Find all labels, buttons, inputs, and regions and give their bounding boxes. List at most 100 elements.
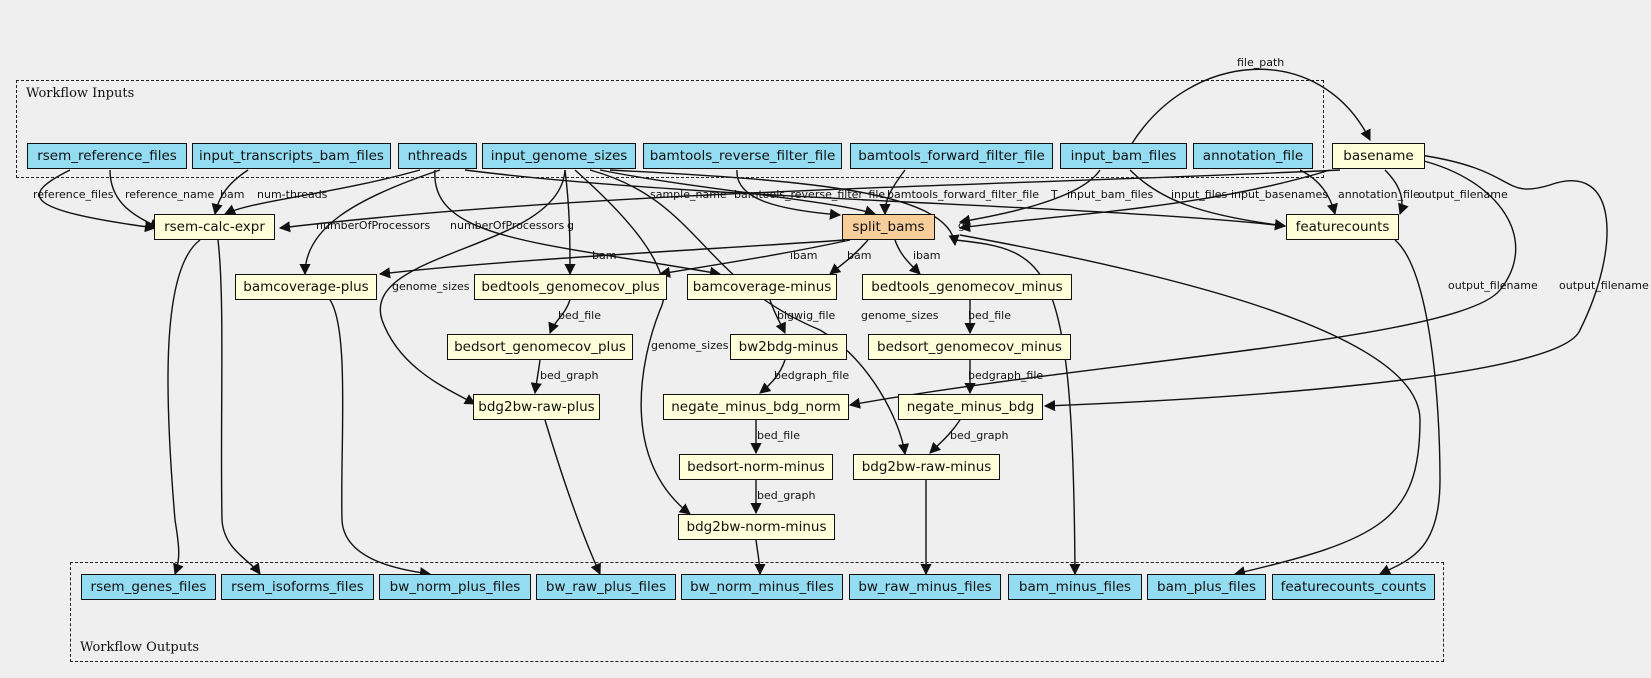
output-node[interactable]: bw_norm_plus_files [379, 574, 531, 600]
edge [609, 169, 960, 247]
edge [574, 169, 691, 515]
edge-label: num-threads [257, 188, 328, 201]
input-node[interactable]: input_bam_files [1060, 143, 1187, 169]
edge-label: annotation_file [1338, 188, 1420, 201]
output-node[interactable]: rsem_genes_files [81, 574, 216, 600]
edge-label: bedgraph_file [968, 369, 1044, 382]
input-node[interactable]: input_transcripts_bam_files [192, 143, 391, 169]
step-bdg2bw-norm-minus[interactable]: bdg2bw-norm-minus [678, 514, 835, 540]
step-featurecounts[interactable]: featurecounts [1286, 214, 1399, 240]
edge [929, 419, 961, 454]
input-node[interactable]: input_genome_sizes [482, 143, 636, 169]
step-negate-minus-bdg[interactable]: negate_minus_bdg [898, 394, 1043, 420]
edge [223, 169, 421, 215]
step-bw2bdg-minus[interactable]: bw2bdg-minus [730, 334, 847, 360]
edge-label: genome_sizes [392, 280, 470, 293]
step-basename[interactable]: basename [1332, 143, 1425, 169]
edge [544, 419, 601, 576]
step-split-bams[interactable]: split_bams [842, 214, 935, 240]
edge [564, 169, 576, 276]
edge-label: bed_file [757, 429, 800, 442]
edge [464, 169, 1287, 231]
edge [879, 169, 906, 216]
edge [167, 239, 201, 576]
edge-label: genome_sizes [651, 339, 729, 352]
input-node[interactable]: bamtools_reverse_filter_file [643, 143, 842, 169]
step-bamcoverage-plus[interactable]: bamcoverage-plus [235, 274, 377, 300]
edge [278, 169, 1341, 233]
edge-label: output_filename [1559, 279, 1649, 292]
edge [530, 359, 542, 395]
edge-label: ibam [790, 249, 818, 262]
workflow-outputs-title: Workflow Outputs [80, 640, 199, 655]
edge [299, 169, 441, 276]
edge-label: bamtools_forward_filter_file [887, 188, 1040, 201]
output-node[interactable]: bw_raw_plus_files [536, 574, 676, 600]
edge-label: bed_file [558, 309, 601, 322]
edge-label: bed_file [968, 309, 1011, 322]
edge-label: bam [220, 188, 245, 201]
edge [1299, 169, 1338, 216]
step-rsem-calc-expr[interactable]: rsem-calc-expr [154, 214, 275, 240]
edge [1130, 68, 1371, 146]
output-node[interactable]: featurecounts_counts [1272, 574, 1435, 600]
edge [894, 239, 921, 275]
edge-label: numberOfProcessors [450, 219, 565, 232]
step-bedsort-genomecov-minus[interactable]: bedsort_genomecov_minus [868, 334, 1071, 360]
edge-label: output_filename [1418, 188, 1508, 201]
input-node[interactable]: rsem_reference_files [27, 143, 187, 169]
edge-label: bam [847, 249, 872, 262]
edge [958, 169, 1331, 233]
step-bamcoverage-minus[interactable]: bamcoverage-minus [687, 274, 837, 300]
edge [211, 169, 249, 216]
edge-label: bedgraph_file [774, 369, 850, 382]
edge-label: bed_graph [540, 369, 599, 382]
step-bedtools-genomecov-minus[interactable]: bedtools_genomecov_minus [862, 274, 1072, 300]
input-node[interactable]: nthreads [398, 143, 477, 169]
edge [379, 169, 566, 405]
edge [217, 239, 261, 575]
edge [548, 299, 571, 335]
edge [1129, 169, 1287, 231]
step-bedsort-norm-minus[interactable]: bedsort-norm-minus [679, 454, 833, 480]
output-node[interactable]: bam_minus_files [1008, 574, 1142, 600]
edge [754, 539, 766, 576]
edge [109, 169, 162, 230]
edge [38, 169, 157, 233]
step-bdg2bw-raw-plus[interactable]: bdg2bw-raw-plus [473, 394, 600, 420]
edge [1043, 154, 1608, 412]
edge-label: output_filename [1448, 279, 1538, 292]
edge-label: reference_name [125, 188, 215, 201]
workflow-inputs-title: Workflow Inputs [26, 86, 135, 101]
step-bedsort-genomecov-plus[interactable]: bedsort_genomecov_plus [447, 334, 633, 360]
output-node[interactable]: bam_plus_files [1147, 574, 1266, 600]
output-node[interactable]: bw_raw_minus_files [849, 574, 1001, 600]
edge-label: ibam [913, 249, 941, 262]
edge-label: sample_name [650, 188, 727, 201]
edge-label: T [1051, 188, 1058, 201]
edge-label: input_basenames [1231, 188, 1328, 201]
edge-label: input_files [1171, 188, 1228, 201]
edge [1384, 169, 1409, 216]
input-node[interactable]: annotation_file [1193, 143, 1313, 169]
edge [736, 169, 842, 220]
step-bdg2bw-raw-minus[interactable]: bdg2bw-raw-minus [853, 454, 1000, 480]
step-negate-minus-bdg-norm[interactable]: negate_minus_bdg_norm [663, 394, 849, 420]
input-node[interactable]: bamtools_forward_filter_file [850, 143, 1053, 169]
edge-label: bed_graph [950, 429, 1009, 442]
step-bedtools-genomecov-plus[interactable]: bedtools_genomecov_plus [474, 274, 667, 300]
edge-label: bigwig_file [777, 309, 836, 322]
edge-label: g [567, 219, 574, 232]
edge-label: genome_sizes [861, 309, 939, 322]
edge [434, 169, 722, 278]
workflow-inputs-cluster [16, 80, 1324, 178]
edge-label: g [958, 219, 965, 232]
edge [848, 159, 1517, 409]
edge [959, 234, 1421, 578]
output-node[interactable]: rsem_isoforms_files [221, 574, 374, 600]
output-node[interactable]: bw_norm_minus_files [681, 574, 843, 600]
edge [658, 239, 851, 278]
edge [958, 169, 1101, 226]
edge [759, 359, 786, 394]
